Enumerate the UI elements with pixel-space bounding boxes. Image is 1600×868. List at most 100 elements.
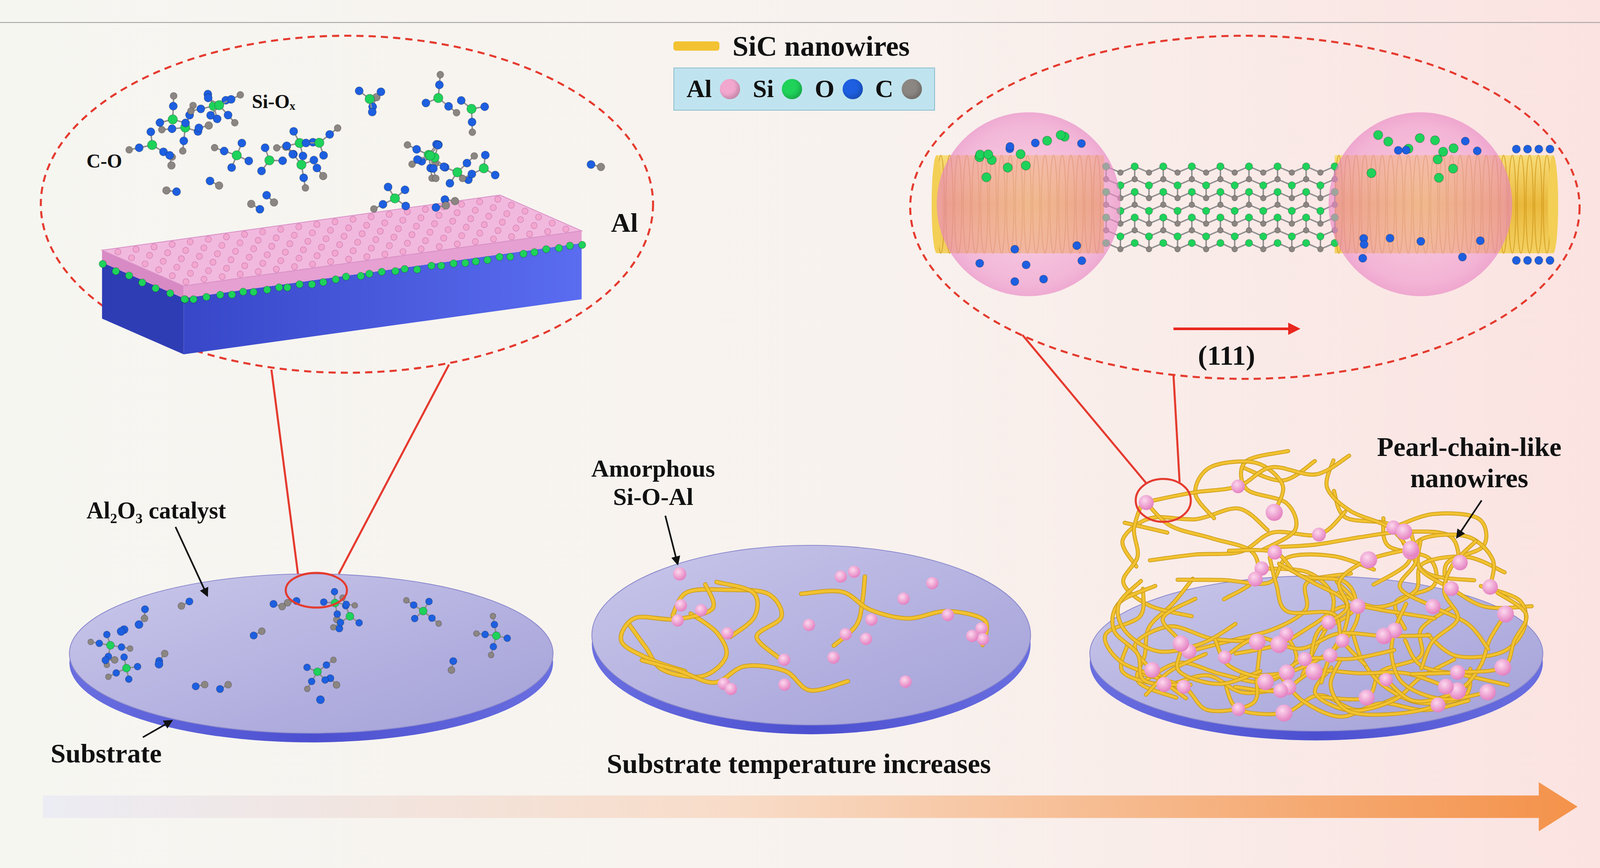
atom [1131, 176, 1138, 183]
atom [1216, 162, 1225, 171]
atom [106, 640, 115, 649]
al-atom [490, 204, 497, 211]
atom [1289, 220, 1295, 227]
atom [435, 620, 442, 627]
atom [492, 631, 501, 640]
atom [1288, 181, 1296, 189]
c-o-molecule [162, 186, 181, 196]
atom [187, 107, 195, 115]
atom [1131, 239, 1139, 247]
atom [578, 240, 586, 249]
atom [140, 614, 149, 622]
atom [413, 265, 421, 273]
atom [167, 124, 176, 133]
al-atom [268, 243, 276, 250]
atom [1021, 160, 1031, 171]
atom [264, 155, 274, 165]
atom [434, 140, 443, 149]
pearl [1267, 544, 1282, 560]
al-atom [350, 247, 357, 255]
atom [1274, 176, 1281, 183]
atom [1173, 207, 1182, 215]
atom [261, 143, 270, 152]
catalyst-label: Al₂O₃ catalyst [86, 496, 227, 524]
atom [1288, 207, 1296, 215]
atom [1010, 245, 1019, 254]
atom [122, 663, 131, 672]
nanowire-shadow [1421, 540, 1476, 668]
al-atom [313, 252, 321, 259]
atom [1174, 194, 1181, 201]
atom [1131, 162, 1139, 171]
al-atom [481, 221, 488, 228]
nanowire-rib [1526, 155, 1534, 254]
pearl [1248, 633, 1266, 650]
si-o-al-droplet [778, 678, 791, 691]
atom [566, 241, 574, 249]
zoom-outline [910, 35, 1580, 379]
atom [1302, 213, 1310, 222]
pearl [1176, 679, 1191, 694]
atom [227, 95, 236, 104]
atom [181, 295, 189, 303]
al-atom [345, 224, 352, 231]
al-atom [241, 231, 248, 238]
nanowire-cap [1548, 155, 1559, 254]
atom [282, 141, 291, 150]
atom [1159, 188, 1167, 196]
atom [1016, 149, 1026, 159]
nanowire-shadow [1330, 658, 1469, 715]
pearl [1231, 702, 1246, 716]
atom [1077, 139, 1086, 148]
atom [167, 114, 178, 125]
c-o-molecule [431, 201, 450, 212]
atom [378, 267, 386, 276]
si-o-al-droplet [859, 632, 873, 645]
atom [342, 600, 350, 608]
atom [1159, 239, 1167, 247]
atom [270, 198, 278, 206]
atom [206, 110, 215, 119]
atom [201, 680, 209, 688]
atom [434, 140, 443, 149]
al-atom [245, 254, 253, 261]
nanowire-shadow [1215, 639, 1395, 678]
si-ox-molecule [370, 182, 410, 213]
atom [1002, 162, 1013, 173]
atom [983, 149, 993, 160]
al-atom [259, 228, 266, 236]
al-atom [350, 216, 357, 223]
al-atom [313, 221, 321, 228]
atom [1434, 172, 1444, 183]
pearl [1430, 697, 1446, 712]
atom [1458, 252, 1467, 261]
al-atom [322, 235, 330, 242]
pearl [1335, 633, 1350, 648]
pearl [1323, 647, 1338, 663]
atom [1476, 236, 1485, 245]
atom [483, 256, 492, 264]
al-atom [155, 266, 163, 273]
atom [1245, 201, 1252, 208]
edge-oxygen [1512, 144, 1555, 265]
atom [1245, 176, 1252, 183]
atom [181, 118, 190, 128]
atom [1289, 169, 1295, 176]
atom [1117, 169, 1124, 176]
atom [1145, 207, 1153, 215]
si-o-al-droplet [976, 632, 990, 645]
atom [312, 163, 321, 172]
atom [262, 191, 271, 200]
atom [215, 181, 223, 190]
atom [1021, 260, 1030, 269]
al-atom [368, 245, 375, 252]
al-atom [259, 259, 266, 267]
atom [481, 151, 490, 160]
al-atom [327, 258, 334, 265]
atom [320, 598, 328, 606]
atom [116, 627, 125, 636]
si-ox-molecule [302, 124, 342, 160]
pearl [1312, 527, 1327, 542]
atom [1359, 240, 1368, 249]
